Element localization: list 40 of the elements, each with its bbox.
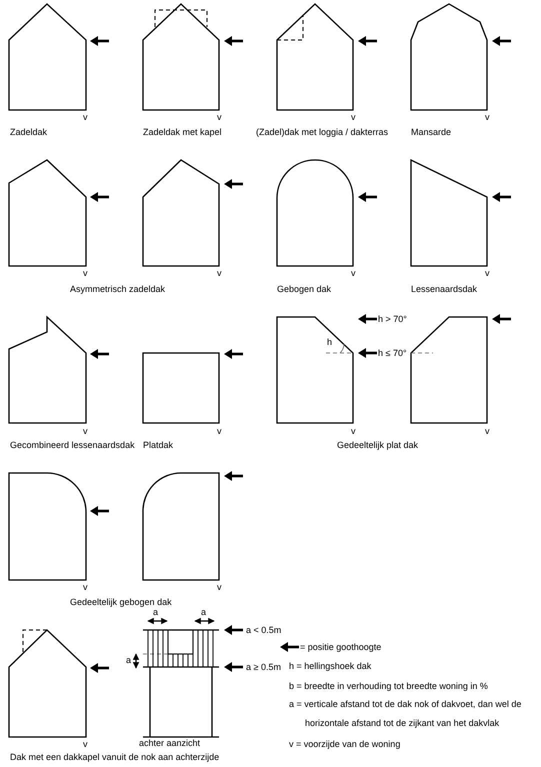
label-text: Gedeeltelijk plat dak xyxy=(337,439,418,451)
label-text: v xyxy=(217,111,222,123)
label-text: Platdak xyxy=(143,439,174,451)
label-text: v xyxy=(351,425,356,437)
label-text: (Zadel)dak met loggia / dakterras xyxy=(256,126,388,138)
label-text: a < 0.5m xyxy=(246,624,282,636)
label-text: h > 70° xyxy=(378,313,407,325)
label-text: v xyxy=(83,581,88,593)
label-text: h ≤ 70° xyxy=(378,347,407,359)
label-text: Lessenaardsdak xyxy=(411,283,478,295)
label-text: Gedeeltelijk gebogen dak xyxy=(70,596,172,608)
label-text: a xyxy=(126,654,132,666)
label-text: v xyxy=(485,111,490,123)
label-text: Mansarde xyxy=(411,126,452,138)
label-text: Dak met een dakkapel vanuit de nok aan achterzijde xyxy=(10,751,220,763)
label-text: v xyxy=(83,425,88,437)
key-text: v = voorzijde van de woning xyxy=(289,738,400,750)
label-text: Gecombineerd lessenaardsdak xyxy=(10,439,135,451)
key-text: h = hellingshoek dak xyxy=(289,660,372,672)
label-text: achter aanzicht xyxy=(139,737,200,749)
label-text: v xyxy=(217,581,222,593)
legend-text: = positie goothoogte xyxy=(300,641,382,653)
label-text: v xyxy=(351,111,356,123)
label-text: h xyxy=(327,336,332,348)
label-text: a ≥ 0.5m xyxy=(246,661,281,673)
label-text: v xyxy=(351,267,356,279)
label-text: Zadeldak xyxy=(10,126,48,138)
label-text: v xyxy=(83,738,88,750)
label-text: v xyxy=(217,267,222,279)
label-text: Zadeldak met kapel xyxy=(143,126,222,138)
label-text: v xyxy=(485,425,490,437)
label-text: a xyxy=(153,607,158,618)
key-text: b = breedte in verhouding tot breedte woning in % xyxy=(289,680,488,692)
label-text: Asymmetrisch zadeldak xyxy=(70,283,166,295)
label-text: v xyxy=(83,111,88,123)
label-text: Gebogen dak xyxy=(277,283,332,295)
label-text: v xyxy=(83,267,88,279)
label-text: a xyxy=(201,606,206,618)
label-text: v xyxy=(217,425,222,437)
label-text: v xyxy=(485,267,490,279)
